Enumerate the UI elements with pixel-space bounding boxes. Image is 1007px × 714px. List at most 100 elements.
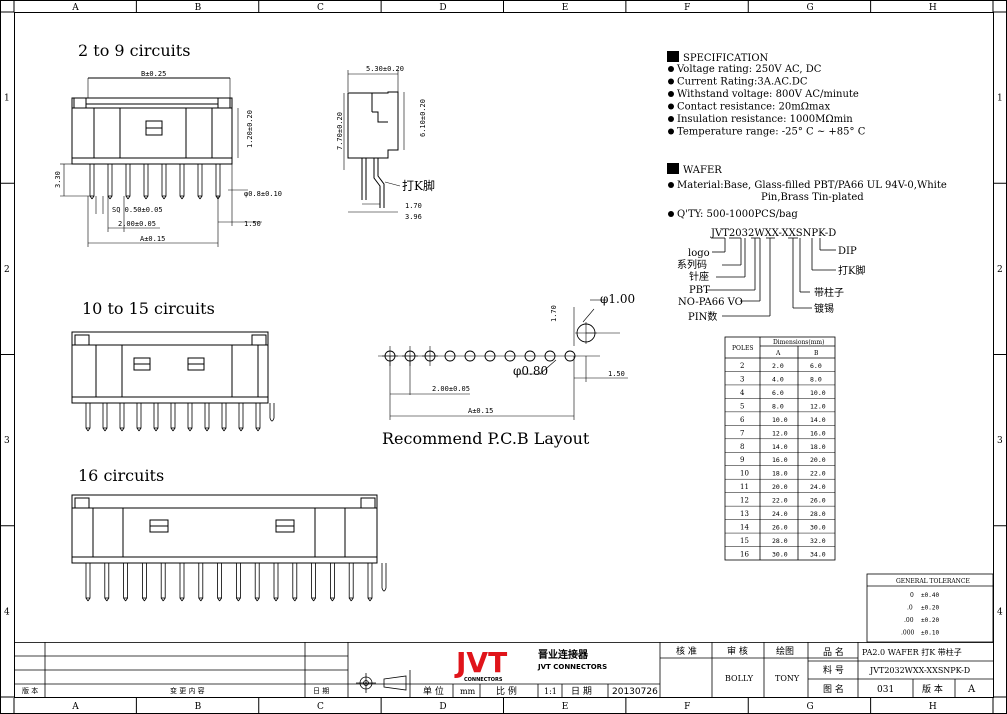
- poles-cell-b: 30.0: [810, 524, 826, 532]
- frame-row-label: 4: [4, 607, 10, 617]
- pin: [221, 402, 227, 429]
- unit-label: 单 位: [423, 685, 444, 697]
- tolerance-title: GENERAL TOLERANCE: [896, 578, 970, 585]
- frame-col-label: D: [439, 3, 446, 13]
- poles-cell-a: 18.0: [772, 470, 788, 478]
- poles-cell-b: 6.0: [810, 362, 822, 370]
- pin: [292, 562, 298, 599]
- dim-b: B±0.25: [141, 70, 166, 78]
- part-code: JVT2032WXX-XXSNPK-D: [710, 228, 836, 239]
- pin: [89, 163, 95, 197]
- pname-value: PA2.0 WAFER 打K 带柱子: [862, 647, 962, 657]
- bullet-icon: [668, 211, 674, 217]
- poles-cell-a: 22.0: [772, 497, 788, 505]
- frame-col-label: C: [317, 3, 324, 13]
- pcb-h150: 1.50: [608, 370, 625, 378]
- poles-cell-a: 26.0: [772, 524, 788, 532]
- poles-cell-poles: 11: [740, 483, 749, 491]
- pin: [85, 402, 91, 429]
- poles-cell-a: 30.0: [772, 551, 788, 559]
- bullet-icon: [668, 182, 674, 188]
- bullet-icon: [668, 128, 674, 135]
- code-label-pa66: NO-PA66 VO: [678, 297, 743, 308]
- dim-text-2-9: B±0.25 3.30 SQ 0.50±0.05 2.00±0.05 A±0.1…: [54, 70, 282, 243]
- poles-cell-poles: 16: [740, 551, 749, 559]
- spec-title: SPECIFICATION: [683, 53, 769, 64]
- pin: [255, 402, 261, 429]
- date-label: 日 期: [571, 686, 592, 697]
- a-header: A: [775, 350, 781, 357]
- spec-line: Contact resistance: 20mΩmax: [677, 102, 830, 113]
- code-label-pin: PIN数: [688, 310, 717, 323]
- pcb-dim-text: φ1.00 1.70 φ0.80 1.50 2.00±0.05 A±0.15 R…: [382, 292, 635, 448]
- frame-col-label: G: [806, 3, 813, 13]
- logo-cn: 晋业连接器: [538, 648, 589, 661]
- pin: [348, 562, 354, 599]
- poles-cell-b: 8.0: [810, 375, 822, 383]
- dwg-value: 031: [877, 685, 894, 695]
- code-label-dip: DIP: [838, 246, 857, 257]
- pin: [198, 562, 204, 599]
- frame-col-label: C: [317, 702, 324, 712]
- pin: [170, 402, 176, 429]
- frame-col-label: B: [195, 702, 202, 712]
- poles-cell-poles: 5: [740, 402, 744, 410]
- rev-col-label: 版 本: [22, 686, 38, 695]
- poles-header: POLES: [732, 345, 753, 352]
- frame-col-label: F: [684, 3, 690, 13]
- frame-row-label: 3: [997, 436, 1003, 446]
- poles-cell-a: 24.0: [772, 510, 788, 518]
- poles-cell-b: 24.0: [810, 483, 826, 491]
- poles-cell-poles: 2: [740, 362, 744, 370]
- pcb-holes: [382, 322, 597, 366]
- frame-row-label: 2: [4, 265, 10, 275]
- bullet-icon: [668, 91, 674, 97]
- code-label-dak: 打K脚: [838, 264, 865, 277]
- ver-value: A: [967, 684, 976, 695]
- pcb-dims: [378, 299, 628, 420]
- dim-side-179: 1.70: [405, 202, 422, 210]
- pin: [273, 562, 279, 599]
- pin: [179, 163, 185, 197]
- pins-10-15: [85, 402, 275, 432]
- wafer-marker-icon: [667, 163, 679, 174]
- frame-col-label: A: [71, 702, 79, 712]
- pin: [179, 562, 185, 599]
- poles-cell-b: 10.0: [810, 389, 826, 397]
- scale-label: 比 例: [496, 685, 517, 697]
- spec-line: Voltage rating: 250V AC, DC: [676, 64, 822, 75]
- frame-col-label: G: [806, 702, 813, 712]
- review-label: 审 核: [727, 645, 748, 657]
- poles-cell-poles: 12: [740, 497, 749, 505]
- poles-cell-a: 6.0: [772, 389, 784, 397]
- poles-cell-b: 20.0: [810, 456, 826, 464]
- pcb-v170: 1.70: [550, 305, 558, 322]
- bullet-icon: [668, 116, 674, 122]
- dim-side-h2: 6.10±0.20: [419, 99, 427, 137]
- pcb-pitch: 2.00±0.05: [432, 385, 470, 393]
- poles-cell-b: 14.0: [810, 416, 826, 424]
- tolerance-key: 0: [910, 592, 914, 599]
- connector-2-9-front: [71, 77, 233, 165]
- pin: [238, 402, 244, 429]
- pcb-title: Recommend P.C.B Layout: [382, 429, 590, 448]
- pin: [125, 163, 131, 197]
- wafer-title: WAFER: [683, 165, 722, 176]
- tolerance-value: ±0.20: [921, 605, 939, 612]
- spec-line: Temperature range: -25° C ~ +85° C: [677, 127, 866, 138]
- frame-col-label: A: [71, 3, 79, 13]
- frame-col-label: F: [684, 702, 690, 712]
- bullet-icon: [668, 103, 674, 110]
- poles-cell-b: 18.0: [810, 443, 826, 451]
- poles-cell-a: 28.0: [772, 537, 788, 545]
- frame-col-label: H: [929, 3, 937, 13]
- pname-label: 品 名: [823, 646, 844, 658]
- frame-col-label: H: [929, 702, 937, 712]
- poles-cell-poles: 6: [740, 416, 745, 424]
- frame-col-label: D: [439, 702, 446, 712]
